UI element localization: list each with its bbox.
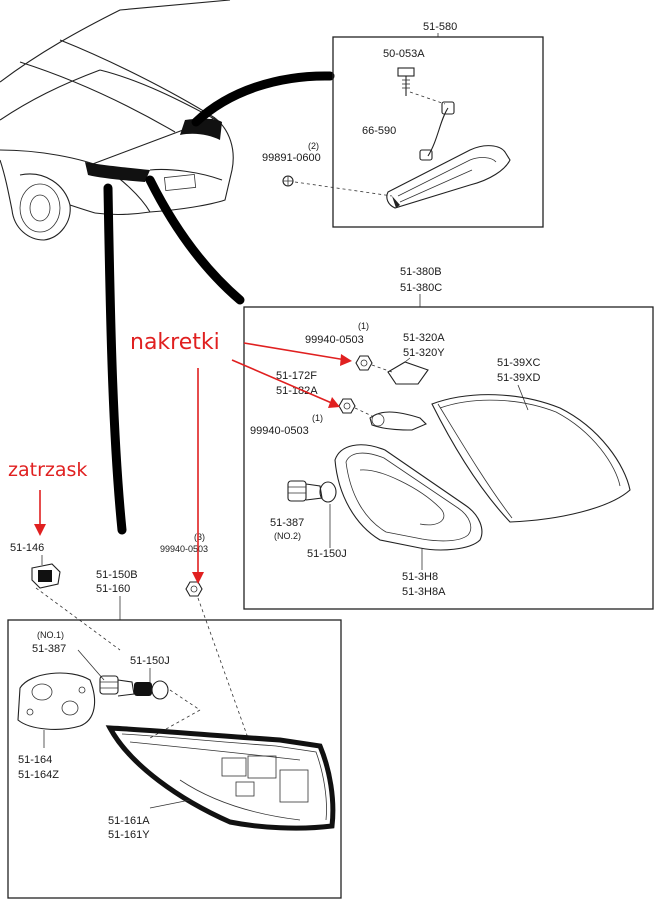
nut-icon — [338, 398, 356, 414]
part-qty: (2) — [308, 141, 319, 151]
part-label: 51-39XC — [497, 357, 540, 369]
part-label: 51-172F — [276, 370, 317, 382]
part-label: 51-164Z — [18, 769, 59, 781]
callout-leaders — [103, 71, 335, 535]
part-label: 51-380C — [400, 282, 442, 294]
part-label: 99891-0600 — [262, 152, 321, 164]
part-label: 51-39XD — [497, 372, 540, 384]
part-label: 51-160 — [96, 583, 130, 595]
bulb-icon — [99, 675, 169, 700]
part-label: 66-590 — [362, 125, 396, 137]
part-label: 99940-0503 — [160, 544, 208, 554]
brake-lamp-icon — [386, 145, 511, 209]
lower-parts-area: 51-146 51-150B 51-160 (3) 99940-0503 (NO… — [7, 532, 342, 899]
nut-icon — [355, 355, 373, 371]
part-qty: (NO.1) — [37, 630, 64, 640]
nut-icon — [185, 581, 203, 597]
part-qty: (3) — [194, 532, 205, 542]
part-label: 51-387 — [32, 643, 66, 655]
part-label: 51-150J — [130, 655, 170, 667]
cover-plate-icon — [17, 672, 96, 730]
part-label: 51-150B — [96, 569, 138, 581]
clip-icon — [282, 175, 294, 187]
part-label: 51-182A — [276, 385, 318, 397]
part-label: 51-146 — [10, 542, 44, 554]
gasket-icon — [334, 444, 483, 551]
part-label: 99940-0503 — [305, 334, 364, 346]
bracket-icon — [387, 357, 429, 385]
part-qty: (NO.2) — [274, 531, 301, 541]
part-qty: (1) — [358, 321, 369, 331]
part-label: 51-320Y — [403, 347, 445, 359]
part-label: 51-387 — [270, 517, 304, 529]
part-label: 51-164 — [18, 754, 52, 766]
tail-lamp-icon — [105, 725, 336, 831]
middle-parts-box: 51-380B 51-380C (1) 99940-0503 51-320A 5… — [243, 266, 654, 610]
part-qty: (1) — [312, 413, 323, 423]
part-label: 51-580 — [423, 21, 457, 33]
part-label: 51-161Y — [108, 829, 150, 841]
latch-annotation: zatrzask — [8, 459, 87, 481]
part-label: 51-3H8 — [402, 571, 438, 583]
nuts-annotation: nakretki — [130, 330, 220, 355]
bulb-icon — [287, 480, 337, 503]
lens-icon — [431, 394, 631, 523]
socket-icon — [369, 411, 427, 431]
car-rear-illustration — [0, 0, 234, 241]
part-label: 51-380B — [400, 266, 442, 278]
red-annotations: nakretki zatrzask — [8, 330, 352, 584]
latch-clip-icon — [31, 563, 61, 589]
part-label: 51-150J — [307, 548, 347, 560]
wire-connector-icon — [419, 101, 455, 161]
bolt-icon — [397, 67, 415, 96]
upper-parts-box: 51-580 50-053A 66-590 (2) 99891-0600 — [262, 21, 544, 228]
part-label: 51-320A — [403, 332, 445, 344]
part-label: 51-3H8A — [402, 586, 446, 598]
part-label: 51-161A — [108, 815, 150, 827]
part-label: 50-053A — [383, 48, 425, 60]
part-label: 99940-0503 — [250, 425, 309, 437]
